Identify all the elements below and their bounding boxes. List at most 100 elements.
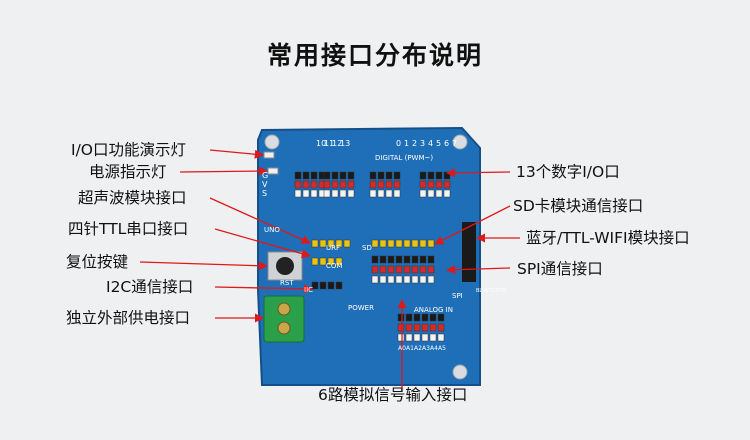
analog-pin xyxy=(437,313,445,322)
com-pin xyxy=(327,257,335,266)
analog-pin xyxy=(405,313,413,322)
leader-lines xyxy=(139,149,520,392)
terminal-screw-2 xyxy=(277,321,291,335)
analog-pin xyxy=(413,323,421,332)
digital-pin xyxy=(339,171,347,180)
spi-pin xyxy=(427,255,435,264)
digital-pin xyxy=(331,189,339,198)
spi-pin xyxy=(395,265,403,274)
silk-analog-pin: A4 xyxy=(430,345,438,352)
sd-pin xyxy=(427,239,435,248)
analog-pin xyxy=(405,323,413,332)
silk-sd: SD xyxy=(362,244,372,252)
spi-pin xyxy=(411,265,419,274)
digital-pin xyxy=(419,189,427,198)
label-sd-card: SD卡模块通信接口 xyxy=(513,197,644,215)
urf-pin xyxy=(343,239,351,248)
silk-top-number: 4 xyxy=(428,139,433,148)
silk-top-number: 11 xyxy=(324,139,334,148)
silk-top-number: 12 xyxy=(332,139,342,148)
digital-pin xyxy=(339,180,347,189)
silk-top-number: 10 xyxy=(316,139,326,148)
analog-pin xyxy=(429,333,437,342)
digital-pin xyxy=(323,189,331,198)
digital-pin xyxy=(369,171,377,180)
digital-pin xyxy=(393,180,401,189)
analog-pin xyxy=(397,323,405,332)
digital-pin xyxy=(347,189,355,198)
silk-top-number: 3 xyxy=(420,139,425,148)
spi-pin xyxy=(395,255,403,264)
digital-pin xyxy=(443,180,451,189)
analog-pin xyxy=(397,333,405,342)
silk-row-letter: S xyxy=(262,189,267,198)
label-i2c: I2C通信接口 xyxy=(106,278,194,296)
spi-pin xyxy=(387,275,395,284)
spi-pin xyxy=(419,265,427,274)
urf-pin xyxy=(319,239,327,248)
digital-pin xyxy=(393,171,401,180)
label-ext-power: 独立外部供电接口 xyxy=(66,309,191,327)
silk-row-letter: G xyxy=(262,171,268,180)
spi-pin xyxy=(371,275,379,284)
mount-hole-bottom-right xyxy=(452,364,468,380)
digital-pin xyxy=(369,180,377,189)
urf-pin xyxy=(335,239,343,248)
digital-pin xyxy=(294,189,302,198)
digital-pin xyxy=(369,189,377,198)
iic-pin xyxy=(327,281,335,290)
reset-button-cap xyxy=(276,257,294,275)
spi-pin xyxy=(427,275,435,284)
digital-pin xyxy=(339,189,347,198)
digital-pin xyxy=(302,171,310,180)
digital-pin xyxy=(294,171,302,180)
leader-digital xyxy=(446,168,511,178)
analog-pin xyxy=(413,313,421,322)
analog-pin xyxy=(421,313,429,322)
digital-pin xyxy=(435,180,443,189)
digital-pin xyxy=(393,189,401,198)
label-power-led: 电源指示灯 xyxy=(89,163,167,181)
sd-pin xyxy=(403,239,411,248)
leader-ttl xyxy=(214,228,311,259)
silk-rst: RST xyxy=(280,279,294,287)
sd-pin xyxy=(371,239,379,248)
label-analog-in: 6路模拟信号输入接口 xyxy=(318,386,468,404)
spi-pin xyxy=(387,255,395,264)
digital-pin xyxy=(377,189,385,198)
silk-digital-pwm: DIGITAL (PWM~) xyxy=(375,154,433,162)
silk-row-letter: V xyxy=(262,180,268,189)
silk-power: POWER xyxy=(348,304,374,312)
silk-uno: UNO xyxy=(264,226,280,234)
digital-pin xyxy=(294,180,302,189)
leader-sd xyxy=(434,205,511,245)
silk-top-number: 6 xyxy=(444,139,449,148)
digital-pin xyxy=(427,189,435,198)
analog-pin xyxy=(413,333,421,342)
mount-hole-top-left xyxy=(264,134,280,150)
spi-pin xyxy=(411,255,419,264)
pin-headers xyxy=(294,171,451,342)
silk-top-number: 2 xyxy=(412,139,417,148)
digital-pin xyxy=(302,180,310,189)
silk-top-number: 5 xyxy=(436,139,441,148)
silk-top-number: 1 xyxy=(404,139,409,148)
label-digital-io: 13个数字I/O口 xyxy=(516,163,620,181)
sd-pin xyxy=(419,239,427,248)
sd-pin xyxy=(411,239,419,248)
digital-pin xyxy=(427,171,435,180)
silk-com: COM xyxy=(326,262,342,270)
silk-top-number: 0 xyxy=(396,139,401,148)
digital-pin xyxy=(310,180,318,189)
silk-analog-pin: A2 xyxy=(414,345,422,352)
digital-pin xyxy=(323,171,331,180)
leader-ultrasonic xyxy=(209,197,311,244)
analog-pin xyxy=(405,333,413,342)
label-ttl-serial: 四针TTL串口接口 xyxy=(68,220,189,238)
spi-pin xyxy=(379,275,387,284)
digital-pin xyxy=(385,180,393,189)
label-io-led: I/O口功能演示灯 xyxy=(71,141,186,159)
